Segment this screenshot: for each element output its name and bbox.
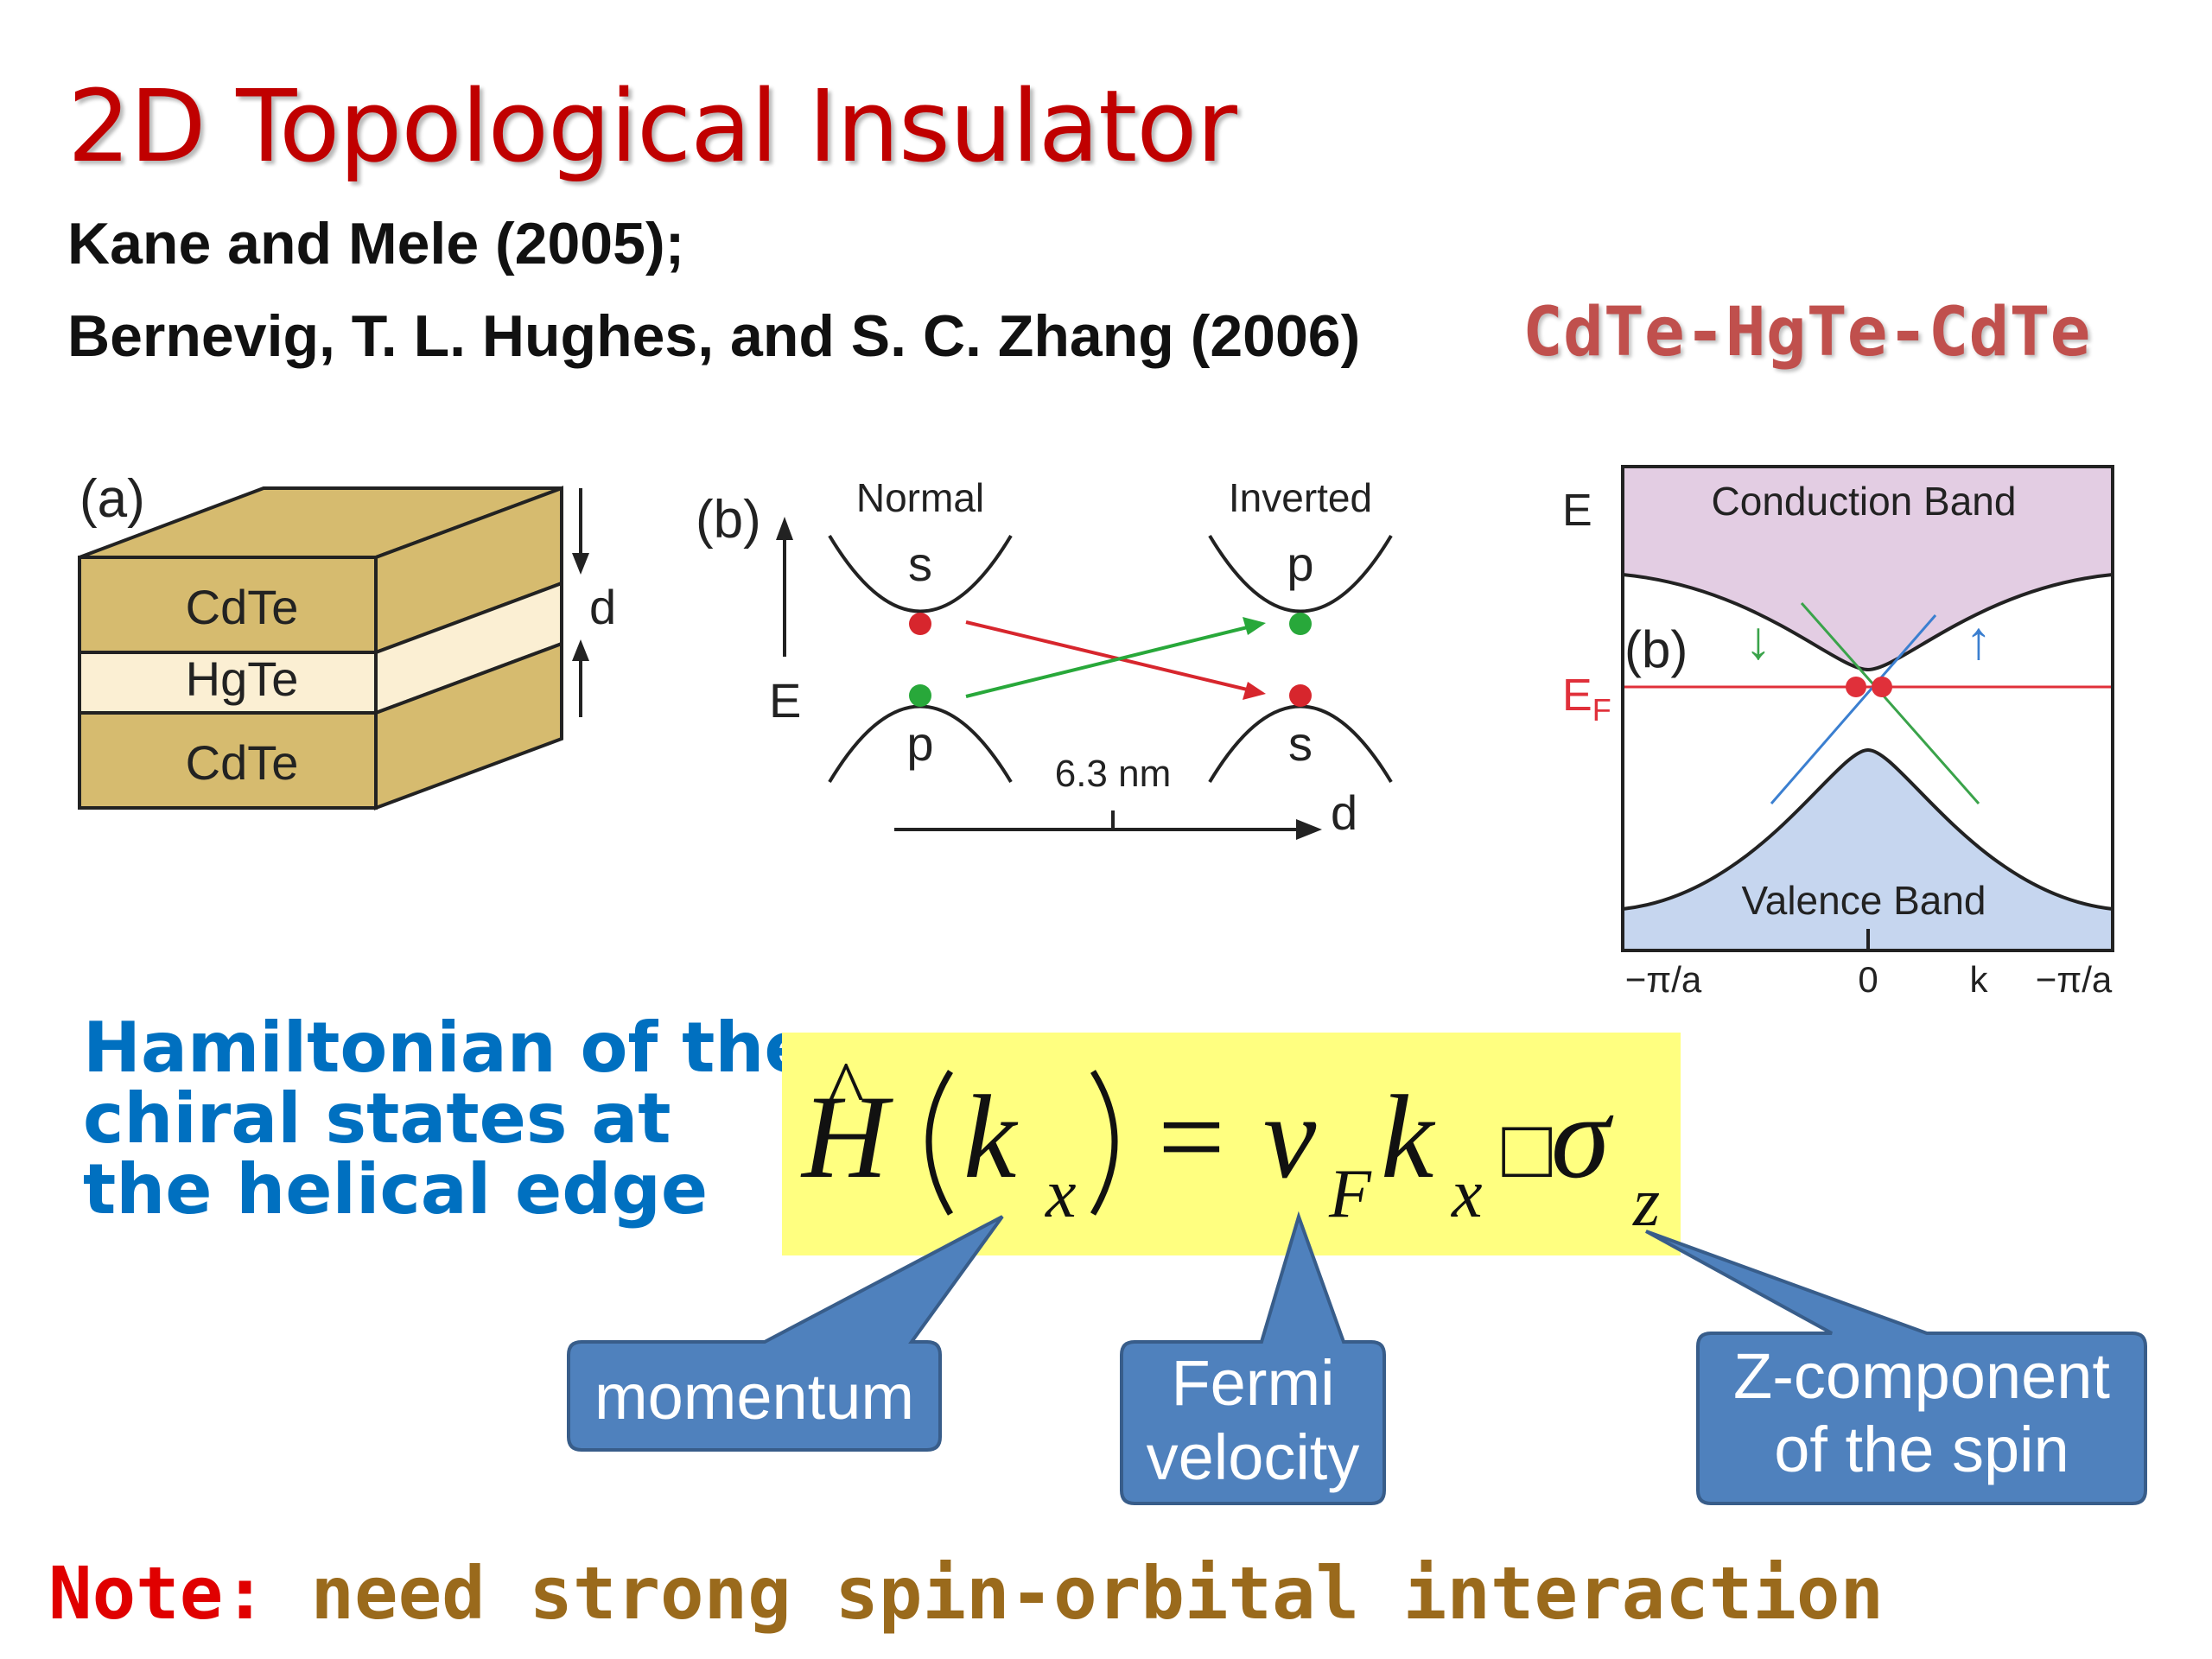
k-tick-zero: 0 xyxy=(1858,959,1878,1000)
thickness-arrowhead-bottom xyxy=(572,639,589,661)
equation-v: v xyxy=(1263,1071,1317,1203)
layer-hgte xyxy=(78,651,378,715)
equation-hat: ^ xyxy=(828,1046,864,1132)
note-line: Note: need strong spin-orbital interacti… xyxy=(48,1551,1884,1636)
hamiltonian-description-line-3: the helical edge xyxy=(83,1149,709,1230)
reference-bernevig: Bernevig, T. L. Hughes, and S. C. Zhang … xyxy=(67,303,1361,369)
normal-lower-orbital: p xyxy=(906,716,933,771)
equation-H: H xyxy=(800,1071,893,1203)
thickness-axis-arrowhead xyxy=(1296,819,1322,840)
normal-s-dot xyxy=(909,613,931,635)
valence-band-label: Valence Band xyxy=(1741,878,1986,923)
equation-left-paren xyxy=(925,1070,954,1216)
s-state-transfer-arrow xyxy=(965,620,1262,695)
hamiltonian-equation: H ^ k x = v F k x □ σ z xyxy=(800,1046,1660,1241)
layer-label-cdte-top: CdTe xyxy=(186,580,299,634)
layer-label-cdte-bottom: CdTe xyxy=(186,735,299,790)
layer-label-hgte: HgTe xyxy=(186,652,299,706)
valence-band-region xyxy=(1623,750,2113,950)
spin-component-callout-line-1: Z-component xyxy=(1733,1340,2110,1412)
layer-cdte-top xyxy=(78,556,378,654)
inverted-conduction-parabola xyxy=(1208,534,1393,613)
inverted-label: Inverted xyxy=(1229,475,1372,520)
panel-label-b: (b) xyxy=(696,490,761,550)
energy-axis-arrowhead xyxy=(776,517,793,540)
inverted-p-dot xyxy=(1289,613,1312,635)
equation-x-subscript-2: x xyxy=(1451,1156,1483,1232)
equation-equals: = xyxy=(1158,1071,1225,1203)
thickness-label: d xyxy=(589,580,616,634)
normal-p-dot xyxy=(909,684,931,707)
equation-k2: k xyxy=(1381,1071,1436,1203)
equation-right-paren xyxy=(1090,1070,1118,1216)
fermi-velocity-callout-shape xyxy=(1120,1211,1386,1505)
momentum-callout-text: momentum xyxy=(594,1361,914,1433)
equation-x-subscript: x xyxy=(1045,1156,1077,1232)
panel-label-a: (a) xyxy=(79,469,145,529)
hamiltonian-description-line-2: chiral states at xyxy=(83,1078,671,1159)
hamiltonian-description-line-1: Hamiltonian of the xyxy=(83,1007,811,1088)
slide-title: 2D Topological Insulator xyxy=(67,69,1237,185)
edge-state-crossing-dot-left xyxy=(1846,677,1866,697)
energy-axis-label: E xyxy=(769,673,801,728)
normal-conduction-parabola xyxy=(828,534,1013,613)
k-tick-left: −π/a xyxy=(1625,959,1702,1000)
fermi-velocity-callout-line-1: Fermi xyxy=(1171,1347,1334,1419)
equation-placeholder-box: □ xyxy=(1502,1103,1552,1195)
fermi-velocity-callout-line-2: velocity xyxy=(1147,1421,1360,1493)
thickness-axis-label: d xyxy=(1331,785,1357,840)
p-state-transfer-arrow xyxy=(965,622,1262,698)
inverted-upper-orbital: p xyxy=(1287,537,1313,591)
note-prefix: Note: xyxy=(48,1551,267,1636)
spin-component-callout-shape xyxy=(1645,1230,2147,1505)
conduction-band-region xyxy=(1623,467,2113,670)
s-arrowhead xyxy=(1243,682,1266,700)
edge-state-crossing-dot-right xyxy=(1872,677,1892,697)
reference-kane-mele: Kane and Mele (2005); xyxy=(67,211,685,276)
momentum-callout-shape xyxy=(567,1215,1004,1452)
energy-axis-label-c: E xyxy=(1562,486,1592,536)
spin-component-callout-line-2: of the spin xyxy=(1774,1414,2069,1485)
k-tick-right: −π/a xyxy=(2036,959,2113,1000)
equation-sigma: σ xyxy=(1551,1071,1614,1203)
equation-z-subscript: z xyxy=(1632,1165,1660,1241)
spin-up-edge-state xyxy=(1770,614,1937,804)
conduction-band-edge xyxy=(1622,573,2113,672)
hamiltonian-description: Hamiltonian of the chiral states at the … xyxy=(83,1013,811,1225)
equation-k: k xyxy=(963,1071,1019,1203)
thickness-arrowhead-top xyxy=(572,553,589,575)
spin-down-edge-state xyxy=(1800,602,1980,804)
normal-upper-orbital: s xyxy=(908,537,932,591)
spin-down-arrow-icon: ↓ xyxy=(1745,611,1772,671)
inverted-s-dot xyxy=(1289,684,1312,707)
panel-label-c: (b) xyxy=(1624,620,1688,678)
valence-band-edge xyxy=(1622,747,2113,911)
spin-up-arrow-icon: ↑ xyxy=(1966,611,1993,671)
fermi-level-label: EF xyxy=(1562,671,1611,728)
layer-cdte-bottom xyxy=(78,711,378,810)
critical-thickness-label: 6.3 nm xyxy=(1055,753,1172,795)
inverted-lower-orbital: s xyxy=(1288,716,1313,771)
note-text: need strong spin-orbital interaction xyxy=(310,1551,1885,1636)
conduction-band-label: Conduction Band xyxy=(1712,479,2017,524)
p-arrowhead xyxy=(1243,617,1266,635)
equation-F-subscript: F xyxy=(1328,1156,1372,1232)
material-stack-label: CdTe-HgTe-CdTe xyxy=(1522,294,2091,372)
normal-label: Normal xyxy=(856,475,984,520)
k-axis-label: k xyxy=(1970,959,1989,1000)
